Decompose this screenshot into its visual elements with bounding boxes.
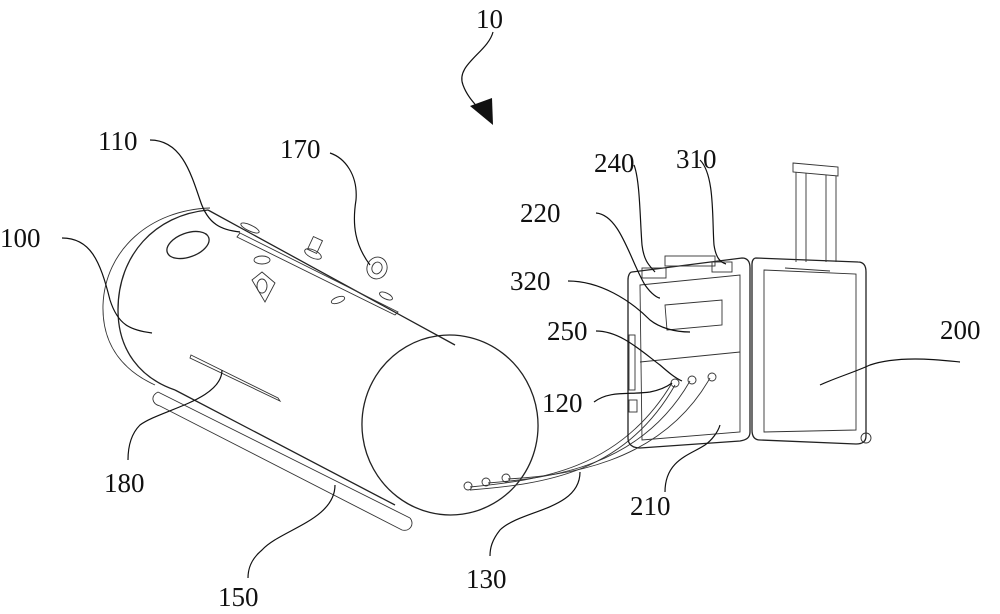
label-case-base: 210 [630,491,671,521]
label-panel: 220 [520,198,561,228]
assembly-arrow [461,31,494,125]
label-chamber: 100 [0,223,41,253]
arrow-head-icon [470,98,493,125]
label-latch: 240 [594,148,635,178]
label-display: 320 [510,266,551,296]
hoses [469,377,711,491]
label-port: 250 [547,316,588,346]
label-assembly: 10 [476,4,503,34]
label-hoses: 130 [466,564,507,594]
label-slot: 110 [98,126,138,156]
leader-lines [61,139,961,579]
label-clip: 310 [676,144,717,174]
case-left-half [627,255,751,449]
label-handle: 180 [104,468,145,498]
label-hose-connector: 120 [542,388,583,418]
chamber-body [102,207,539,531]
label-case: 200 [940,315,981,345]
case-right-half [751,162,872,445]
label-base-rail: 150 [218,582,259,612]
label-lug: 170 [280,134,321,164]
